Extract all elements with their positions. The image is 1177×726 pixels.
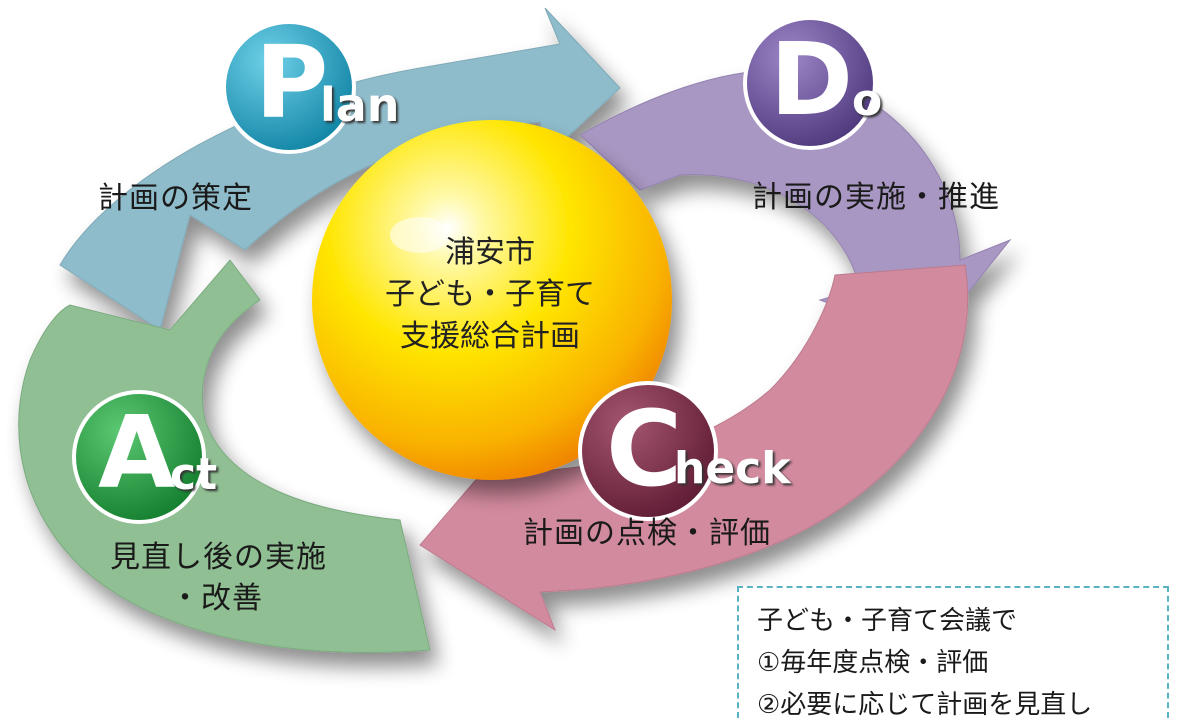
- act-label-line2: ・改善: [170, 581, 263, 616]
- do-letter-d: D: [770, 21, 854, 138]
- center-title: 浦安市 子ども・子育て 支援総合計画: [330, 232, 650, 358]
- plan-letter-p: P: [255, 24, 329, 141]
- center-title-line3: 支援総合計画: [400, 319, 580, 354]
- act-arrow: [18, 259, 431, 653]
- act-label-line1: 見直し後の実施: [110, 540, 327, 575]
- center-title-line1: 浦安市: [445, 235, 535, 270]
- center-sphere: [312, 120, 672, 480]
- center-title-line2: 子ども・子育て: [385, 277, 595, 312]
- do-label: 計画の実施・推進: [752, 180, 1000, 215]
- check-letter-rest: heck: [674, 443, 791, 494]
- plan-letter-rest: lan: [320, 78, 400, 132]
- act-letter-a: A: [98, 394, 176, 511]
- do-letter-rest: o: [852, 75, 883, 126]
- note-box: 子ども・子育て会議で ①毎年度点検・評価 ②必要に応じて計画を見直し: [737, 586, 1169, 720]
- note-line1: 子ども・子育て会議で: [757, 606, 1018, 636]
- note-line2: ①毎年度点検・評価: [757, 648, 989, 678]
- plan-label: 計画の策定: [98, 181, 253, 216]
- plan-arrow: [59, 7, 621, 331]
- do-badge: [743, 16, 877, 150]
- check-label: 計画の点検・評価: [523, 516, 771, 551]
- check-badge: [578, 381, 718, 521]
- act-badge: [72, 390, 206, 524]
- note-line3: ②必要に応じて計画を見直し: [757, 690, 1093, 720]
- plan-badge: [222, 20, 356, 154]
- check-letter-c: C: [606, 388, 683, 510]
- act-letter-rest: ct: [170, 449, 218, 500]
